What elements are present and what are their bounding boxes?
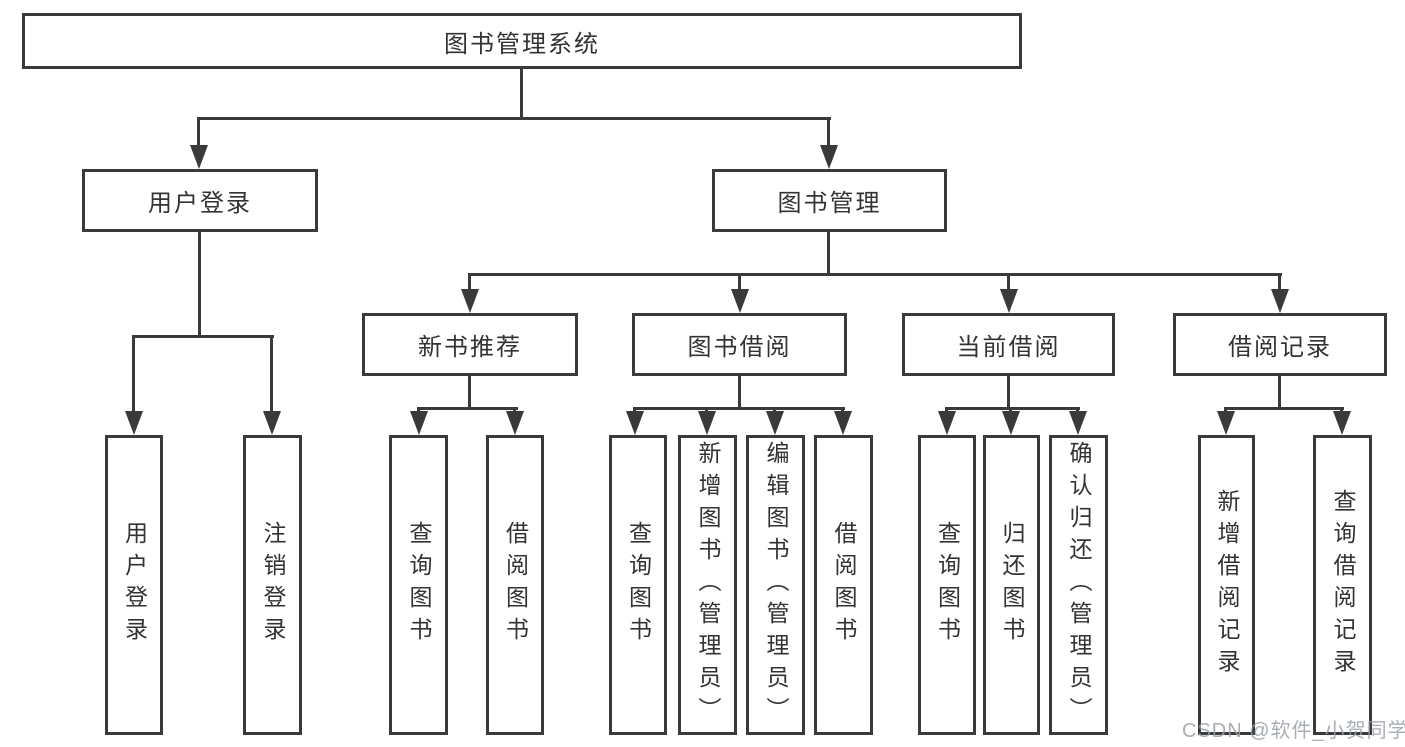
leaf-records-add-record: 新增借阅记录 (1198, 435, 1255, 735)
arrow-down-icon (820, 145, 838, 169)
leaf-recommend-query-books: 查询图书 (389, 435, 448, 735)
leaf-label: 查询图书 (934, 521, 961, 649)
arrow-down-icon (1002, 411, 1020, 435)
connector-line (738, 273, 741, 291)
leaf-label: 新增借阅记录 (1214, 489, 1240, 681)
node-book-borrowing: 图书借阅 (632, 313, 847, 376)
leaf-label: 注销登录 (260, 521, 286, 649)
leaf-borrowing-query-books: 查询图书 (609, 435, 667, 735)
arrow-down-icon (1069, 411, 1087, 435)
arrow-down-icon (1271, 289, 1289, 313)
leaf-label: 查询图书 (625, 521, 652, 649)
leaf-recommend-borrow-books: 借阅图书 (486, 435, 544, 735)
leaf-borrowing-add-books-admin: 新增图书（管理员） (678, 435, 737, 735)
connector-line (132, 335, 135, 413)
arrow-down-icon (938, 411, 956, 435)
connector-line (1007, 376, 1010, 410)
leaf-records-query-record: 查询借阅记录 (1313, 435, 1372, 735)
arrow-down-icon (1000, 289, 1018, 313)
arrow-down-icon (766, 411, 784, 435)
node-current-borrowing: 当前借阅 (902, 313, 1115, 376)
leaf-label: 借阅图书 (831, 521, 857, 649)
connector-line (1007, 273, 1010, 291)
connector-line (1278, 273, 1281, 291)
connector-line (827, 232, 830, 276)
arrow-down-icon (190, 145, 208, 169)
connector-line (198, 232, 201, 338)
node-book-management: 图书管理 (712, 169, 947, 232)
arrow-down-icon (263, 411, 281, 435)
node-user-login: 用户登录 (82, 169, 318, 232)
arrow-down-icon (834, 411, 852, 435)
leaf-label: 查询借阅记录 (1330, 489, 1356, 681)
leaf-label: 确认归还（管理员） (1066, 441, 1092, 729)
connector-line (468, 376, 471, 410)
csdn-watermark: CSDN @软件_小贺同学 (1182, 720, 1405, 742)
leaf-current-query-books: 查询图书 (918, 435, 976, 735)
leaf-label: 查询图书 (406, 521, 432, 649)
leaf-label: 借阅图书 (502, 521, 529, 649)
leaf-label: 新增图书（管理员） (695, 441, 721, 729)
leaf-logout: 注销登录 (243, 435, 302, 735)
connector-line (270, 335, 273, 413)
arrow-down-icon (461, 289, 479, 313)
leaf-borrowing-borrow-books: 借阅图书 (814, 435, 873, 735)
arrow-down-icon (1217, 411, 1235, 435)
connector-line (520, 69, 523, 119)
connector-line (945, 407, 1080, 410)
arrow-down-icon (410, 411, 428, 435)
leaf-current-confirm-return-admin: 确认归还（管理员） (1049, 435, 1108, 735)
arrow-down-icon (1333, 411, 1351, 435)
leaf-label: 归还图书 (999, 521, 1025, 649)
node-new-book-recommend: 新书推荐 (362, 313, 578, 376)
connector-line (827, 117, 830, 147)
connector-line (417, 407, 518, 410)
arrow-down-icon (698, 411, 716, 435)
arrow-down-icon (626, 411, 644, 435)
connector-line (132, 335, 274, 338)
leaf-label: 用户登录 (121, 521, 148, 649)
leaf-current-return-books: 归还图书 (983, 435, 1040, 735)
leaf-user-login: 用户登录 (105, 435, 163, 735)
node-borrowing-records: 借阅记录 (1173, 313, 1387, 376)
leaf-label: 编辑图书（管理员） (763, 441, 789, 729)
connector-line (1278, 376, 1281, 410)
connector-line (738, 376, 741, 410)
leaf-borrowing-edit-books-admin: 编辑图书（管理员） (746, 435, 805, 735)
arrow-down-icon (731, 289, 749, 313)
connector-line (197, 117, 200, 147)
connector-line (468, 273, 1282, 276)
arrow-down-icon (125, 411, 143, 435)
arrow-down-icon (506, 411, 524, 435)
connector-line (1224, 407, 1344, 410)
node-root-system: 图书管理系统 (22, 13, 1022, 69)
connector-line (468, 273, 471, 291)
connector-line (197, 117, 831, 120)
connector-line (633, 407, 845, 410)
